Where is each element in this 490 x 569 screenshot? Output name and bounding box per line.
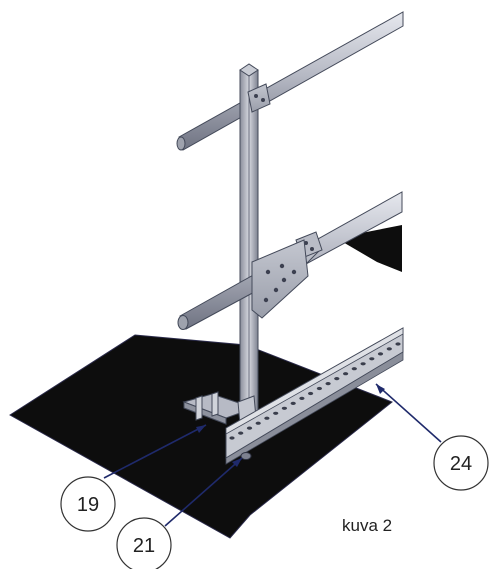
toe-board-holes (229, 342, 401, 440)
perforation-hole (325, 382, 331, 386)
perforation-hole (281, 406, 287, 410)
vertical-post (239, 63, 259, 416)
callout-24-label: 24 (450, 453, 472, 475)
leader-24-arrow (376, 384, 385, 394)
callout-24: 24 (433, 435, 489, 491)
callout-21-label: 21 (133, 535, 155, 557)
perforation-hole (255, 421, 261, 425)
toe-board (225, 327, 404, 465)
perforation-hole (273, 411, 279, 415)
perforation-hole (246, 426, 253, 430)
foot-bracket (182, 391, 257, 425)
perforation-hole (229, 436, 235, 440)
base-sheet (9, 334, 393, 539)
perforation-hole (238, 431, 244, 435)
leader-24 (375, 383, 442, 443)
leader-21 (164, 457, 243, 527)
leader-19 (103, 424, 207, 479)
leader-19-arrow (196, 425, 206, 433)
perforation-hole (395, 342, 401, 346)
perforation-hole (360, 362, 366, 366)
floor-bolt (240, 452, 252, 460)
perforation-hole (264, 416, 270, 420)
figure-caption: kuva 2 (342, 516, 392, 535)
perforation-hole (316, 386, 322, 391)
callout-19: 19 (60, 476, 116, 532)
perforation-hole (377, 352, 384, 356)
perforation-hole (369, 357, 375, 361)
callout-19-label: 19 (77, 494, 99, 516)
perforation-hole (334, 377, 340, 381)
leader-21-arrow (232, 458, 242, 467)
perforation-hole (308, 391, 314, 396)
perforation-hole (290, 401, 296, 405)
callout-21: 21 (116, 517, 172, 569)
perforation-hole (351, 367, 357, 371)
perforation-hole (386, 347, 392, 351)
upper-handrail (176, 11, 404, 151)
upper-clamp (247, 83, 271, 113)
perforation-hole (299, 396, 305, 400)
perforation-hole (343, 372, 349, 376)
middle-clamp (251, 239, 309, 319)
